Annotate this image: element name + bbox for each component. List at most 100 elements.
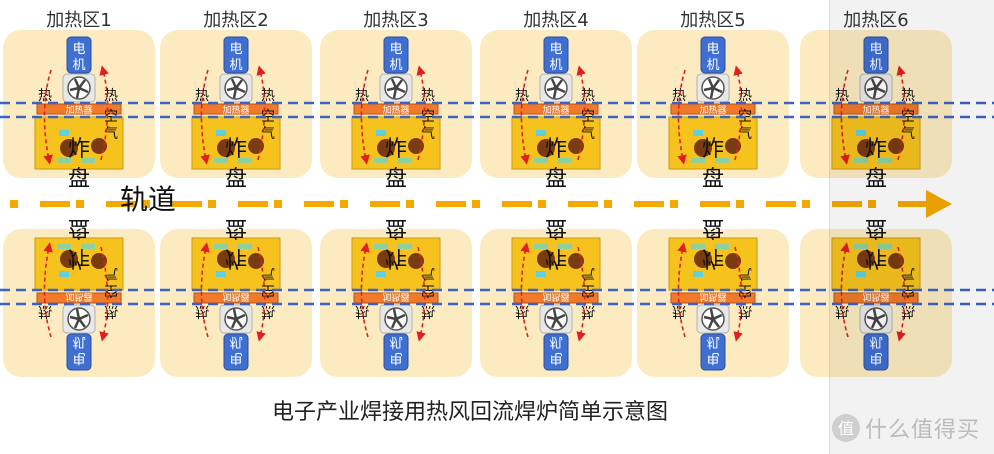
track-dash [568, 201, 598, 207]
hot-air-label: 热 [901, 303, 915, 319]
hot-air-label: 热 [261, 303, 275, 319]
bottom-heating-units: 电机加热器炸盘热空气热电机加热器炸盘热空气热电机加热器炸盘热空气热电机加热器炸盘… [3, 215, 952, 377]
motor-label: 机 [389, 334, 402, 349]
track-dot [10, 200, 18, 208]
component-icon [59, 271, 69, 277]
motor-box [383, 333, 409, 371]
heater-label: 加热器 [65, 104, 92, 116]
component-icon [694, 139, 712, 157]
track-dash [238, 201, 268, 207]
component-icon [398, 244, 412, 249]
hot-air-label: 空 [581, 282, 595, 298]
heater-label: 加热器 [382, 291, 409, 303]
motor-box [863, 333, 889, 371]
motor-label: 机 [869, 58, 882, 73]
component-icon [856, 130, 866, 136]
zone-label: 加热区3 [363, 10, 429, 31]
component-icon [377, 250, 395, 268]
zone-label: 加热区6 [843, 10, 909, 31]
fan-icon [378, 72, 414, 104]
fan-icon [218, 303, 254, 335]
airflow-arrow [256, 65, 266, 161]
hot-air-label: 空 [104, 109, 118, 125]
plate-label: 炸 [385, 245, 407, 270]
airflow-arrow [200, 242, 210, 338]
track-dash [172, 201, 202, 207]
motor-box [543, 333, 569, 371]
track-dash [634, 201, 664, 207]
heater-label: 加热器 [542, 104, 569, 116]
component-icon [857, 139, 875, 157]
fan-icon [538, 303, 574, 335]
motor-label: 机 [72, 334, 85, 349]
component-icon [534, 158, 548, 163]
component-icon [238, 244, 252, 249]
hot-air-label: 气 [901, 126, 915, 142]
hot-air-label: 气 [901, 265, 915, 281]
motor-box [66, 333, 92, 371]
component-icon [376, 271, 386, 277]
component-icon [536, 130, 546, 136]
component-icon [60, 250, 78, 268]
track-dash [898, 201, 928, 207]
hot-air-label: 热 [835, 303, 849, 319]
plate-label: 炸 [545, 137, 567, 162]
motor-label: 电 [706, 42, 719, 57]
plate-label: 盘 [545, 167, 567, 192]
component-icon [81, 244, 95, 249]
fan-icon [218, 72, 254, 104]
component-icon [878, 244, 892, 249]
zone-label: 加热区5 [680, 10, 746, 31]
component-icon [558, 244, 572, 249]
component-icon [376, 130, 386, 136]
component-icon [216, 130, 226, 136]
component-icon [214, 158, 228, 163]
motor-label: 电 [869, 350, 882, 365]
component-icon [537, 250, 555, 268]
plate-label: 盘 [702, 167, 724, 192]
hot-air-label: 气 [738, 126, 752, 142]
motor-label: 电 [229, 350, 242, 365]
hot-air-label: 气 [421, 126, 435, 142]
component-icon [694, 250, 712, 268]
airflow-arrow [520, 242, 530, 338]
zone-label: 加热区1 [46, 10, 112, 31]
plate-label: 盘 [385, 215, 407, 240]
heater-label: 加热器 [222, 291, 249, 303]
heater-label: 加热器 [222, 104, 249, 116]
hot-air-label: 空 [901, 109, 915, 125]
heater-strip [353, 103, 439, 115]
component-icon [691, 244, 705, 249]
hot-air-label: 热 [738, 88, 752, 104]
track-dot [76, 200, 84, 208]
track-dot [406, 200, 414, 208]
hot-air-label: 气 [104, 265, 118, 281]
component-icon [537, 139, 555, 157]
hot-air-label: 气 [738, 265, 752, 281]
motor-label: 机 [229, 334, 242, 349]
zone-label: 加热区4 [523, 10, 589, 31]
plate-label: 炸 [702, 245, 724, 270]
component-icon [558, 158, 572, 163]
airflow-arrow [256, 246, 266, 342]
heater-label: 加热器 [65, 291, 92, 303]
component-icon [878, 158, 892, 163]
plate-label: 炸 [385, 137, 407, 162]
component-icon [238, 158, 252, 163]
airflow-arrow [576, 246, 586, 342]
track-dash [40, 201, 70, 207]
track-dot [604, 200, 612, 208]
plate-label: 盘 [68, 215, 90, 240]
airflow-boundary-lines [0, 101, 994, 306]
plate-label: 炸 [68, 245, 90, 270]
airflow-arrow [840, 69, 850, 165]
track-dash [832, 201, 862, 207]
track-dot [142, 200, 150, 208]
plate-label: 盘 [385, 167, 407, 192]
watermark-text: 什么值得买 [865, 418, 981, 443]
component-icon [693, 130, 703, 136]
plate-label: 盘 [865, 167, 887, 192]
